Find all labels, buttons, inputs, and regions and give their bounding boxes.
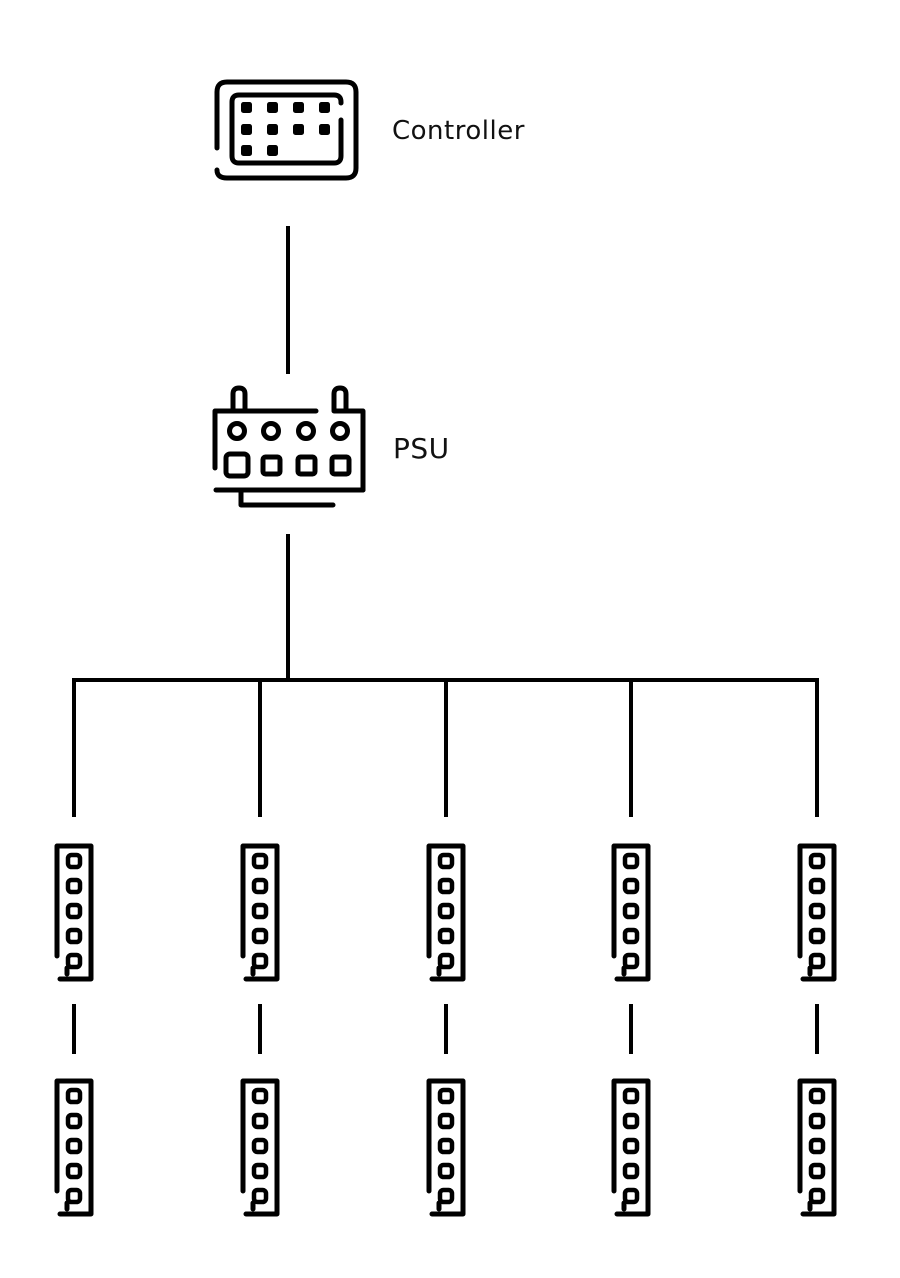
strip-led-dot [251, 1112, 269, 1130]
strip-led-dot [65, 1087, 83, 1105]
strip-led-dot [622, 927, 640, 945]
strip-led-dot [65, 1137, 83, 1155]
strip-led-dot [808, 902, 826, 920]
strip-led-dot [808, 1112, 826, 1130]
strip-led-dot [808, 1187, 826, 1205]
strip-led-dot [622, 1162, 640, 1180]
strip-led-dot [251, 877, 269, 895]
strip-led-dot [437, 1187, 455, 1205]
strip-led-dot [251, 902, 269, 920]
strip-led-dot [437, 952, 455, 970]
led-strip-icon [797, 1078, 837, 1217]
strip-led-dot [437, 927, 455, 945]
led-strip-icon [611, 843, 651, 982]
strip-led-dot [622, 852, 640, 870]
strip-led-dot [437, 1137, 455, 1155]
strip-led-dot [808, 1162, 826, 1180]
led-strip-icon [611, 1078, 651, 1217]
strip-led-dot [251, 1087, 269, 1105]
strip-led-dot [437, 1087, 455, 1105]
strip-led-dot [622, 952, 640, 970]
strip-led-dot [808, 852, 826, 870]
controller-icon [214, 79, 359, 181]
led-strip-icon [54, 1078, 94, 1217]
strip-led-dot [622, 1187, 640, 1205]
led-strip-icon [240, 1078, 280, 1217]
strip-led-dot [808, 1087, 826, 1105]
led-strip-icon [426, 1078, 466, 1217]
led-strip-icon [797, 843, 837, 982]
strip-led-dot [65, 1187, 83, 1205]
strip-led-dot [65, 877, 83, 895]
strip-led-dot [437, 1162, 455, 1180]
strip-led-dot [622, 1112, 640, 1130]
strip-led-dot [65, 852, 83, 870]
controller-label: Controller [392, 116, 525, 146]
strip-led-dot [251, 952, 269, 970]
strip-led-dot [251, 1137, 269, 1155]
strip-led-dot [808, 877, 826, 895]
psu-icon [212, 385, 366, 508]
strip-led-dot [437, 852, 455, 870]
psu-label: PSU [393, 432, 450, 465]
strip-led-dot [622, 1087, 640, 1105]
strip-led-dot [808, 1137, 826, 1155]
strip-led-dot [251, 1162, 269, 1180]
strip-led-dot [622, 902, 640, 920]
strip-led-dot [622, 1137, 640, 1155]
led-strip-icon [54, 843, 94, 982]
strip-led-dot [808, 952, 826, 970]
strip-led-dot [65, 927, 83, 945]
strip-led-dot [65, 902, 83, 920]
strip-led-dot [251, 927, 269, 945]
strip-led-dot [65, 1162, 83, 1180]
strip-led-dot [437, 902, 455, 920]
strip-led-dot [251, 1187, 269, 1205]
led-strip-icon [426, 843, 466, 982]
strip-led-dot [437, 877, 455, 895]
strip-led-dot [622, 877, 640, 895]
strip-led-dot [437, 1112, 455, 1130]
strip-led-dot [65, 952, 83, 970]
strip-led-dot [65, 1112, 83, 1130]
strip-led-dot [808, 927, 826, 945]
strip-led-dot [251, 852, 269, 870]
led-strip-icon [240, 843, 280, 982]
